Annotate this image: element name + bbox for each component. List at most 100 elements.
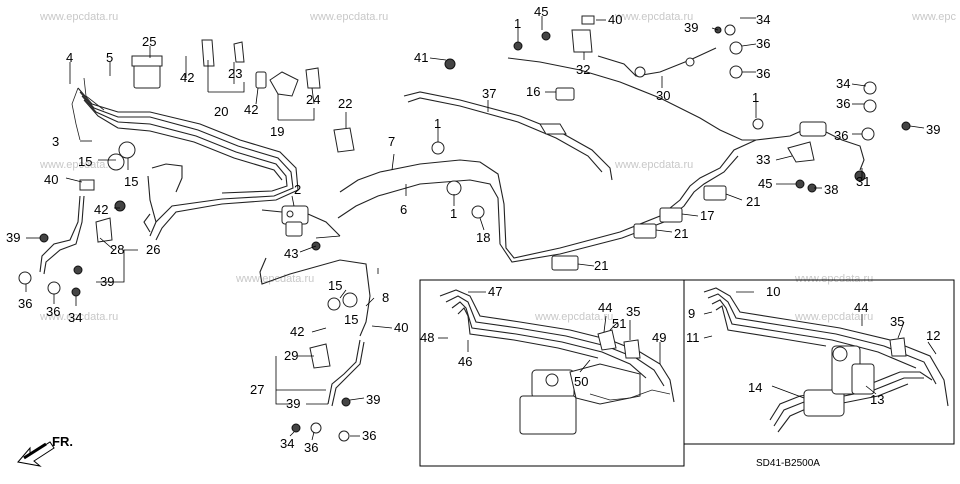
abs-detail-box-2 <box>683 279 955 445</box>
callout-40: 40 <box>608 12 622 27</box>
callout-38: 38 <box>824 182 838 197</box>
leader-lines <box>25 16 937 441</box>
callout-49: 49 <box>652 330 666 345</box>
callout-36: 36 <box>46 304 60 319</box>
callout-20: 20 <box>214 104 228 119</box>
callout-28: 28 <box>110 242 124 257</box>
watermark: www.epcdata.ru <box>614 11 693 23</box>
callout-1: 1 <box>752 90 759 105</box>
callout-36: 36 <box>18 296 32 311</box>
diagram-code: SD41-B2500A <box>756 458 820 469</box>
rear-lines <box>403 47 756 181</box>
callout-42: 42 <box>290 324 304 339</box>
watermark: www.epcdata.ru <box>39 159 118 171</box>
callout-19: 19 <box>270 124 284 139</box>
small-parts <box>107 15 911 271</box>
abs-unit-1 <box>439 289 675 435</box>
callout-5: 5 <box>106 50 113 65</box>
callout-41: 41 <box>414 50 428 65</box>
callout-40: 40 <box>394 320 408 335</box>
callout-25: 25 <box>142 34 156 49</box>
callout-21: 21 <box>674 226 688 241</box>
callout-8: 8 <box>382 290 389 305</box>
watermarks: www.epcdata.ru www.epcdata.ru www.epcdat… <box>39 11 957 323</box>
callout-34: 34 <box>836 76 850 91</box>
callout-32: 32 <box>576 62 590 77</box>
callout-36: 36 <box>756 66 770 81</box>
callout-30: 30 <box>656 88 670 103</box>
callout-12: 12 <box>926 328 940 343</box>
callout-35: 35 <box>890 314 904 329</box>
callout-35: 35 <box>626 304 640 319</box>
callout-2: 2 <box>294 182 301 197</box>
watermark: www.epcdata.ru <box>39 311 118 323</box>
callout-15: 15 <box>78 154 92 169</box>
callout-36: 36 <box>756 36 770 51</box>
callout-17: 17 <box>700 208 714 223</box>
callout-1: 1 <box>514 16 521 31</box>
watermark: www.epcdata.ru <box>794 311 873 323</box>
callout-24: 24 <box>306 92 320 107</box>
callout-37: 37 <box>482 86 496 101</box>
callout-39: 39 <box>100 274 114 289</box>
callout-51: 51 <box>612 316 626 331</box>
right-rear-hose <box>755 121 866 182</box>
callout-48: 48 <box>420 330 434 345</box>
left-front-hose <box>18 179 126 297</box>
callout-21: 21 <box>594 258 608 273</box>
callout-43: 43 <box>284 246 298 261</box>
callout-9: 9 <box>688 306 695 321</box>
callout-39: 39 <box>684 20 698 35</box>
front-brake-lines <box>71 77 299 241</box>
callout-26: 26 <box>146 242 160 257</box>
front-direction-arrow: FR. <box>17 434 73 467</box>
callout-16: 16 <box>526 84 540 99</box>
callout-1: 1 <box>450 206 457 221</box>
watermark: www.epcdata.ru <box>794 273 873 285</box>
callout-36: 36 <box>836 96 850 111</box>
callout-40: 40 <box>44 172 58 187</box>
callout-14: 14 <box>748 380 762 395</box>
callout-31: 31 <box>856 174 870 189</box>
callout-42: 42 <box>94 202 108 217</box>
callout-33: 33 <box>756 152 770 167</box>
callout-47: 47 <box>488 284 502 299</box>
callout-45: 45 <box>534 4 548 19</box>
callout-18: 18 <box>476 230 490 245</box>
proportioning-valve <box>261 205 341 251</box>
watermark: www.epcdata.ru <box>39 11 118 23</box>
callout-4: 4 <box>66 50 73 65</box>
watermark: www.epc <box>911 11 957 23</box>
callout-36: 36 <box>362 428 376 443</box>
callout-labels: 3 4 5 25 42 23 20 42 24 19 22 15 15 40 4… <box>6 4 940 455</box>
callout-39: 39 <box>6 230 20 245</box>
callout-23: 23 <box>228 66 242 81</box>
watermark: www.epcdata.ru <box>309 11 388 23</box>
callout-21: 21 <box>746 194 760 209</box>
front-label: FR. <box>52 434 73 449</box>
callout-44: 44 <box>598 300 612 315</box>
callout-44: 44 <box>854 300 868 315</box>
callout-22: 22 <box>338 96 352 111</box>
callout-42: 42 <box>180 70 194 85</box>
callout-46: 46 <box>458 354 472 369</box>
callout-34: 34 <box>68 310 82 325</box>
abs-unit-2 <box>703 287 949 433</box>
callout-15: 15 <box>344 312 358 327</box>
callout-39: 39 <box>926 122 940 137</box>
callout-1: 1 <box>434 116 441 131</box>
callout-15: 15 <box>124 174 138 189</box>
watermark: www.epcdata.ru <box>534 311 613 323</box>
callout-27: 27 <box>250 382 264 397</box>
callout-50: 50 <box>574 374 588 389</box>
callout-29: 29 <box>284 348 298 363</box>
callout-34: 34 <box>756 12 770 27</box>
callout-45: 45 <box>758 176 772 191</box>
lines-6-7 <box>337 139 757 263</box>
callout-34: 34 <box>280 436 294 451</box>
callout-13: 13 <box>870 392 884 407</box>
watermark: www.epcdata.ru <box>614 159 693 171</box>
callout-11: 11 <box>686 330 700 345</box>
